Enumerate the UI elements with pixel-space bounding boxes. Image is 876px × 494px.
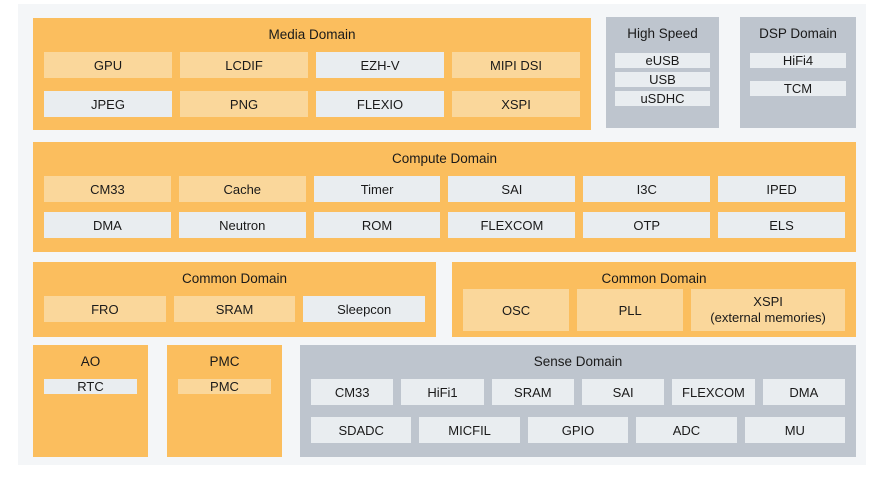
- compute-rows: CM33 Cache Timer SAI I3C IPED DMA Neutro…: [33, 176, 856, 238]
- block-ezh-v: EZH-V: [316, 52, 444, 78]
- block-hifi1: HiFi1: [401, 379, 484, 405]
- panel-title-compute-domain: Compute Domain: [391, 151, 498, 166]
- compute-row-1: CM33 Cache Timer SAI I3C IPED: [44, 176, 845, 202]
- block-dma-sense: DMA: [762, 379, 845, 405]
- common-left-rows: FRO SRAM Sleepcon: [33, 296, 436, 322]
- panel-title-pmc: PMC: [209, 354, 240, 369]
- block-xspi-sublabel: (external memories): [710, 310, 826, 325]
- panel-ao: AO RTC: [33, 345, 148, 457]
- block-pmc: PMC: [178, 379, 271, 394]
- block-hifi4: HiFi4: [750, 53, 846, 68]
- panel-title-high-speed: High Speed: [627, 26, 698, 41]
- panel-title-sense-domain: Sense Domain: [533, 354, 623, 369]
- panel-title-dsp-domain: DSP Domain: [759, 26, 837, 41]
- panel-pmc: PMC PMC: [167, 345, 282, 457]
- block-rtc: RTC: [44, 379, 137, 394]
- block-xspi-external-memories: XSPI (external memories): [691, 289, 846, 331]
- dsp-rows: HiFi4 TCM: [740, 53, 856, 96]
- block-sram-common: SRAM: [173, 296, 296, 322]
- sense-row-2: SDADC MICFIL GPIO ADC MU: [311, 417, 846, 443]
- common-right-row: OSC PLL XSPI (external memories): [463, 289, 846, 331]
- panel-dsp-domain: DSP Domain HiFi4 TCM: [740, 17, 856, 128]
- block-otp: OTP: [583, 212, 711, 238]
- block-cache: Cache: [178, 176, 306, 202]
- block-png: PNG: [180, 91, 308, 117]
- block-neutron: Neutron: [178, 212, 306, 238]
- pmc-rows: PMC: [167, 379, 282, 394]
- sense-rows: CM33 HiFi1 SRAM SAI FLEXCOM DMA SDADC MI…: [300, 379, 856, 443]
- block-xspi-label: XSPI: [753, 294, 783, 309]
- block-jpeg: JPEG: [44, 91, 172, 117]
- panel-media-domain: Media Domain GPU LCDIF EZH-V MIPI DSI JP…: [33, 18, 591, 130]
- block-sai-sense: SAI: [581, 379, 665, 405]
- panel-compute-domain: Compute Domain CM33 Cache Timer SAI I3C …: [33, 142, 856, 252]
- panel-common-domain-right: Common Domain OSC PLL XSPI (external mem…: [452, 262, 856, 337]
- panel-title-common-domain-right: Common Domain: [601, 271, 707, 286]
- block-tcm: TCM: [750, 81, 846, 96]
- block-sram-sense: SRAM: [491, 379, 574, 405]
- block-eusb: eUSB: [615, 53, 710, 68]
- block-mipi-dsi: MIPI DSI: [452, 52, 580, 78]
- block-lcdif: LCDIF: [180, 52, 308, 78]
- block-cm33-compute: CM33: [44, 176, 171, 202]
- block-mu: MU: [744, 417, 846, 443]
- block-els: ELS: [718, 212, 845, 238]
- block-pll: PLL: [577, 289, 684, 331]
- ao-rows: RTC: [33, 379, 148, 394]
- block-sleepcon: Sleepcon: [303, 296, 426, 322]
- block-flexio: FLEXIO: [316, 91, 444, 117]
- panel-high-speed: High Speed eUSB USB uSDHC: [606, 17, 719, 128]
- panel-title-media-domain: Media Domain: [268, 27, 356, 42]
- block-xspi-media: XSPI: [452, 91, 580, 117]
- block-usdhc: uSDHC: [615, 91, 710, 106]
- block-i3c: I3C: [583, 176, 711, 202]
- block-dma-compute: DMA: [44, 212, 171, 238]
- block-sdadc: SDADC: [311, 417, 412, 443]
- block-usb: USB: [615, 72, 710, 87]
- block-flexcom-sense: FLEXCOM: [672, 379, 755, 405]
- media-row-1: GPU LCDIF EZH-V MIPI DSI: [44, 52, 580, 78]
- block-micfil: MICFIL: [419, 417, 520, 443]
- block-gpu: GPU: [44, 52, 172, 78]
- compute-row-2: DMA Neutron ROM FLEXCOM OTP ELS: [44, 212, 845, 238]
- block-cm33-sense: CM33: [311, 379, 394, 405]
- block-flexcom-compute: FLEXCOM: [448, 212, 576, 238]
- block-timer: Timer: [313, 176, 441, 202]
- block-fro: FRO: [44, 296, 166, 322]
- block-iped: IPED: [718, 176, 845, 202]
- block-sai-compute: SAI: [448, 176, 576, 202]
- high-speed-rows: eUSB USB uSDHC: [606, 53, 719, 106]
- panel-title-ao: AO: [80, 354, 101, 369]
- common-right-rows: OSC PLL XSPI (external memories): [452, 289, 856, 331]
- block-gpio: GPIO: [527, 417, 629, 443]
- block-adc: ADC: [636, 417, 737, 443]
- block-rom: ROM: [313, 212, 441, 238]
- panel-common-domain-left: Common Domain FRO SRAM Sleepcon: [33, 262, 436, 337]
- sense-row-1: CM33 HiFi1 SRAM SAI FLEXCOM DMA: [311, 379, 845, 405]
- panel-sense-domain: Sense Domain CM33 HiFi1 SRAM SAI FLEXCOM…: [300, 345, 856, 457]
- panel-title-common-domain-left: Common Domain: [181, 271, 288, 286]
- media-row-2: JPEG PNG FLEXIO XSPI: [44, 91, 580, 117]
- media-rows: GPU LCDIF EZH-V MIPI DSI JPEG PNG FLEXIO…: [33, 52, 591, 117]
- block-osc: OSC: [463, 289, 570, 331]
- common-left-row: FRO SRAM Sleepcon: [44, 296, 426, 322]
